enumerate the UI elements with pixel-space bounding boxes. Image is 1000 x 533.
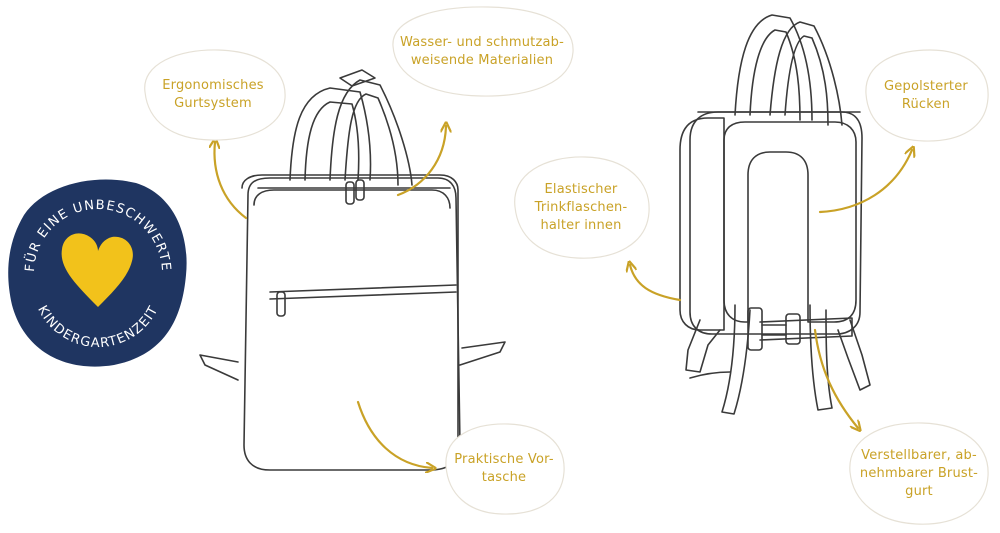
callout-gurtsystem-text: Ergonomisches Gurtsystem [162, 78, 264, 111]
backpack-back-illustration [679, 14, 871, 415]
arrow-ruecken [818, 150, 912, 214]
callout-ruecken-text: Gepolsterter Rücken [884, 79, 968, 112]
callout-vortasche: Praktische Vor- tasche [438, 420, 570, 518]
callout-materialien-text: Wasser- und schmutzab- weisende Material… [399, 35, 565, 68]
callout-gurtsystem: Ergonomisches Gurtsystem [133, 46, 293, 144]
callout-vortasche-text: Praktische Vor- tasche [454, 452, 554, 485]
kindergarten-stamp: FÜR EINE UNBESCHWERTE KINDERGARTENZEIT [8, 179, 187, 367]
arrow-brustgurt [813, 328, 858, 428]
callout-materialien: Wasser- und schmutzab- weisende Material… [383, 4, 581, 100]
heart-icon [61, 233, 133, 307]
arrow-gurtsystem [214, 142, 248, 220]
arrow-trinkflaschen [630, 265, 682, 302]
callout-trinkflaschen: Elastischer Trinkflaschen- halter innen [507, 152, 655, 264]
callout-ruecken: Gepolsterter Rücken [858, 46, 994, 146]
arrow-vortasche [356, 400, 432, 468]
arrow-materialien [396, 126, 446, 197]
callout-brustgurt-text: Verstellbarer, ab- nehmbarer Brust- gurt [859, 448, 979, 499]
callout-trinkflaschen-text: Elastischer Trinkflaschen- halter innen [534, 182, 628, 233]
callout-brustgurt: Verstellbarer, ab- nehmbarer Brust- gurt [842, 418, 996, 530]
callout-arrows [214, 126, 912, 468]
